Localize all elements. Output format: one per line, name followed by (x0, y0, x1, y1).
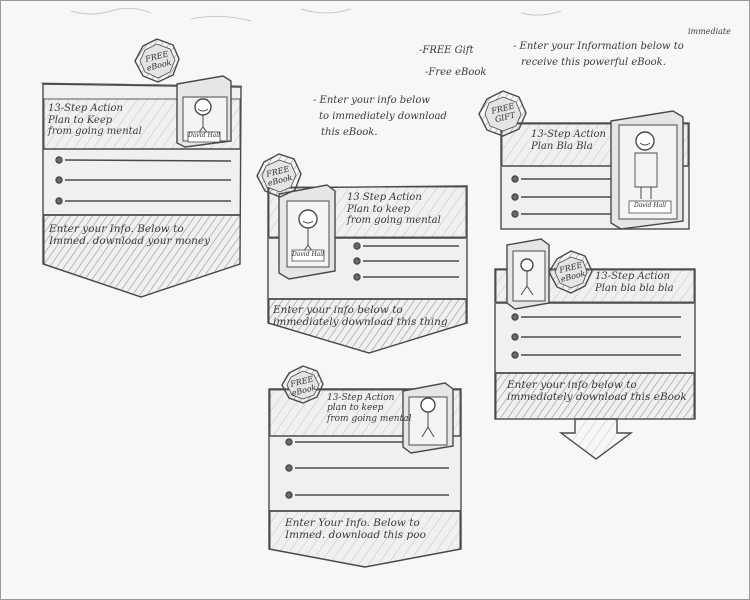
cta-text: Enter your Info. Below to Immed. downloa… (49, 223, 211, 248)
wireframe-top-left (40, 38, 243, 298)
headline: 13 Step Action Plan to keep from going m… (347, 192, 441, 226)
bullet (55, 197, 63, 205)
bullet (55, 156, 63, 164)
note-free-gift: -FREE Gift (419, 45, 474, 56)
note-instruction-2: receive this powerful eBook. (521, 57, 666, 68)
note-info-1: - Enter your info below (313, 95, 430, 106)
wireframe-top-right (478, 90, 690, 230)
note-free-ebook: -Free eBook (425, 67, 487, 78)
cta-text: Enter your info below to immediately dow… (507, 379, 687, 404)
book-author-tag: David Hall (188, 132, 221, 139)
cta-text: Enter your info below to immediately dow… (273, 304, 448, 329)
wireframe-bottom-right (494, 238, 696, 460)
wireframe-bottom-middle (268, 365, 462, 568)
book-author-tag: David Hall (633, 202, 667, 209)
headline: 13-Step Action plan to keep from going m… (327, 393, 412, 424)
headline: 13-Step Action Plan to Keep from going m… (48, 103, 142, 137)
note-instruction-1: - Enter your Information below to (513, 41, 684, 52)
scribble-marks (70, 7, 562, 22)
note-info-2: to immediately download (319, 111, 447, 122)
note-inserted-word: immediate (688, 27, 731, 36)
headline: 13-Step Action Plan bla bla bla (595, 271, 674, 294)
arrow-down-icon (558, 418, 634, 460)
smiley-icon (194, 98, 212, 116)
note-info-3: this eBook. (321, 127, 378, 138)
wireframe-middle (256, 153, 468, 354)
book-author-tag: David Hall (292, 251, 325, 258)
cta-text: Enter Your Info. Below to Immed. downloa… (285, 517, 426, 542)
bullet (55, 176, 63, 184)
headline: 13-Step Action Plan Bla Bla (531, 129, 606, 152)
